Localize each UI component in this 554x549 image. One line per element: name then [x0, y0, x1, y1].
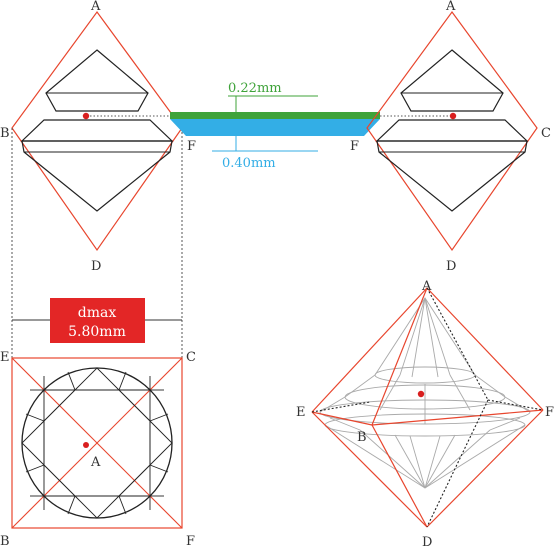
persp-label-e: E: [296, 405, 306, 420]
plan-label-c: C: [186, 350, 196, 365]
plan-label-e: E: [0, 350, 10, 365]
plan-square-outline: [11, 357, 183, 529]
diameter-badge: [50, 298, 145, 343]
left-elevation-view: A B F D: [0, 0, 196, 358]
perspective-wireframe: [319, 297, 531, 489]
left-lower-crown: [20, 119, 174, 142]
blue-layer: [170, 119, 380, 136]
left-center-dot: [82, 112, 90, 120]
persp-label-b: B: [357, 430, 367, 445]
right-octahedron-outline: [366, 10, 538, 252]
right-lower-crown: [375, 119, 529, 142]
right-label-c: C: [541, 126, 551, 141]
left-pavilion: [21, 140, 173, 212]
right-label-f: F: [350, 139, 359, 154]
plan-facets: [21, 367, 173, 519]
left-octahedron-outline: [11, 10, 183, 252]
plan-view: E C A B F: [0, 350, 196, 549]
top-thickness-label: 0.22mm: [228, 81, 282, 96]
right-label-d: D: [446, 259, 456, 274]
plan-label-b: B: [0, 534, 10, 549]
right-elevation-view: A F C D: [350, 0, 551, 274]
plan-label-center: A: [90, 455, 101, 470]
plan-label-f: F: [186, 534, 195, 549]
left-label-d: D: [91, 259, 101, 274]
perspective-octahedron: [311, 287, 544, 528]
diameter-badge-title: dmax: [78, 305, 117, 321]
green-layer: [170, 112, 380, 119]
perspective-hidden-edges: [311, 287, 544, 528]
right-center-dot: [449, 112, 457, 120]
left-label-b: B: [0, 126, 10, 141]
layer-thickness-diagram: 0.22mm 0.40mm: [170, 81, 380, 171]
right-pavilion: [376, 140, 528, 212]
perspective-center-dot: [417, 390, 425, 398]
diameter-badge-group: dmax 5.80mm: [12, 298, 182, 343]
perspective-view: A E F B D: [296, 279, 554, 549]
persp-label-d: D: [422, 535, 432, 549]
right-upper-crown: [400, 49, 504, 112]
persp-label-a: A: [421, 279, 432, 294]
left-upper-crown: [45, 49, 149, 112]
left-label-a: A: [90, 0, 101, 14]
diameter-badge-value: 5.80mm: [68, 324, 126, 340]
left-label-f: F: [187, 139, 196, 154]
persp-label-f: F: [545, 405, 554, 420]
plan-center-dot: [83, 442, 89, 448]
bottom-thickness-label: 0.40mm: [222, 156, 276, 171]
right-label-a: A: [445, 0, 456, 14]
